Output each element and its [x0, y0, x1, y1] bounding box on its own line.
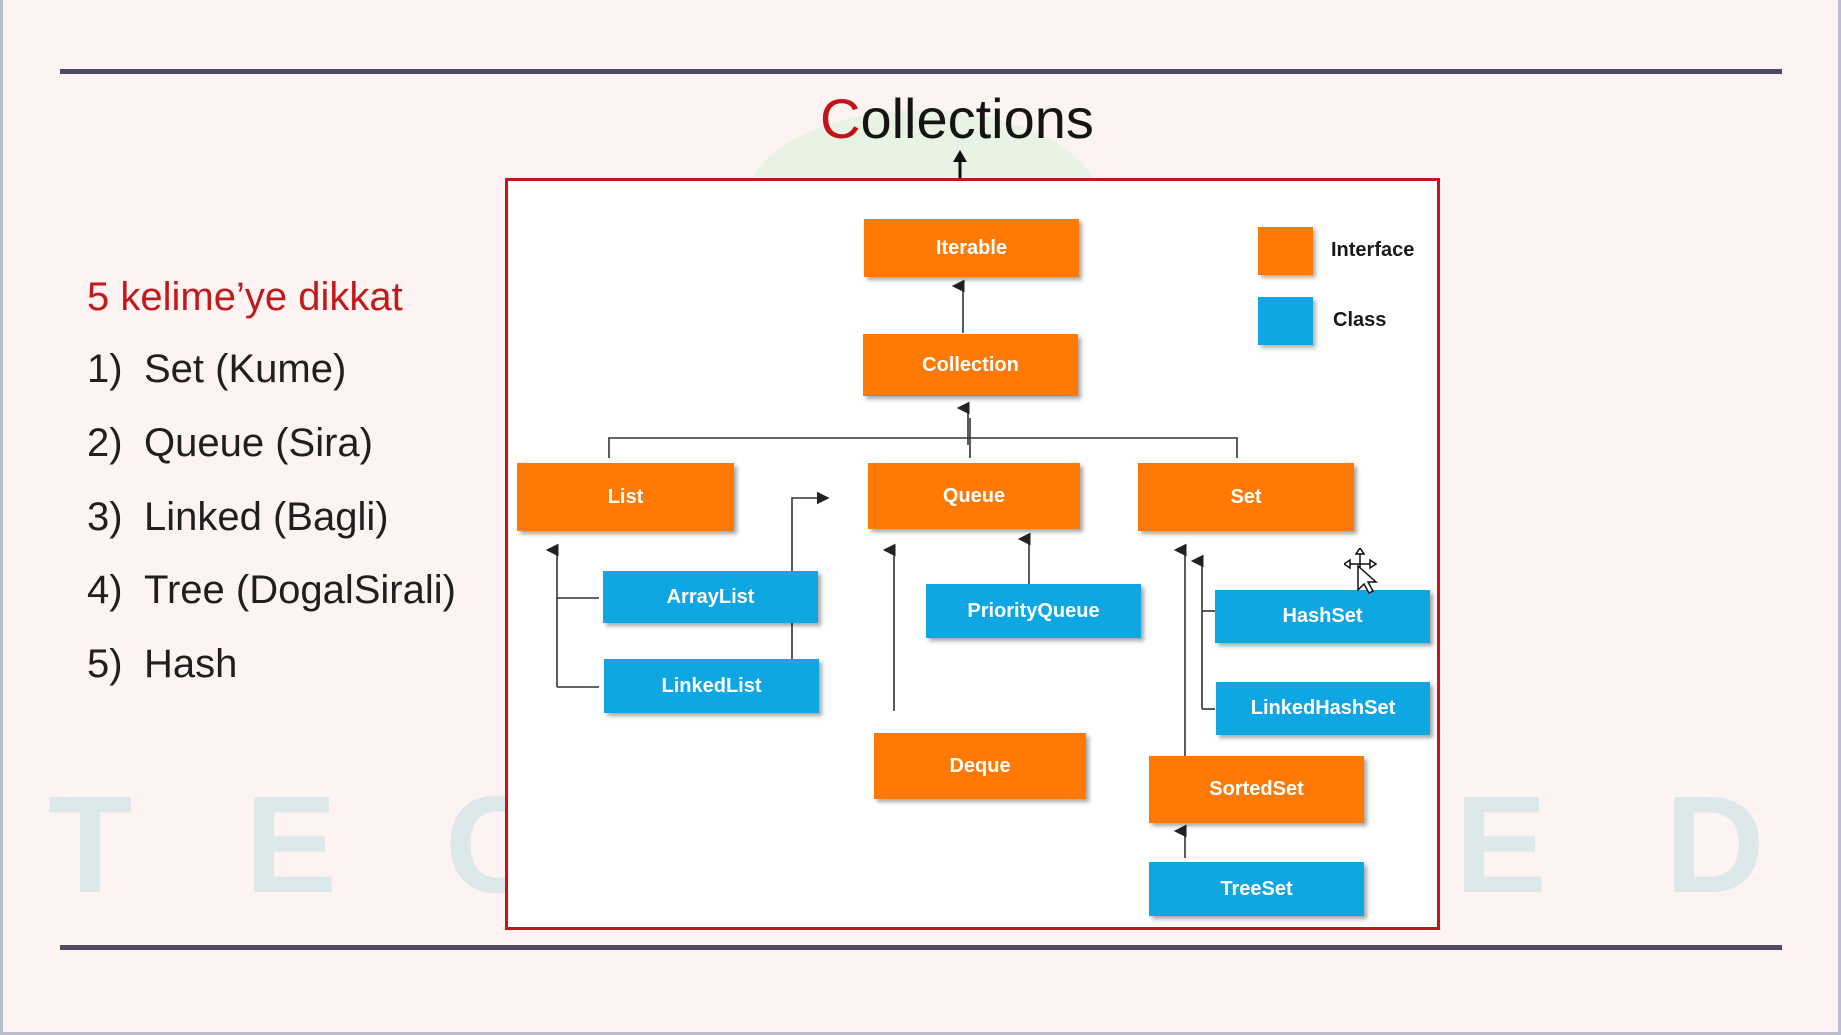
list-item: 5) Hash	[87, 640, 237, 688]
legend-class-swatch	[1258, 297, 1313, 345]
top-divider	[60, 69, 1782, 74]
treeset-node: TreeSet	[1149, 862, 1364, 916]
list-item-text: Queue (Sira)	[144, 421, 373, 465]
priorityqueue-node: PriorityQueue	[926, 584, 1141, 638]
diagram-connectors	[545, 279, 1238, 858]
bottom-divider	[60, 945, 1782, 950]
sortedset-node: SortedSet	[1149, 756, 1364, 823]
iterable-node: Iterable	[864, 219, 1079, 277]
list-item: 1) Set (Kume)	[87, 345, 346, 393]
list-item-number: 4)	[87, 568, 123, 612]
arraylist-node: ArrayList	[603, 571, 818, 623]
queue-node: Queue	[868, 463, 1080, 529]
deque-node: Deque	[874, 733, 1086, 799]
window-frame-bottom	[0, 1032, 1841, 1035]
watermark-letter: E	[1455, 767, 1548, 922]
hashset-node: HashSet	[1215, 590, 1430, 643]
list-item: 2) Queue (Sira)	[87, 419, 373, 467]
window-frame-right	[1838, 0, 1841, 1035]
list-item-number: 1)	[87, 347, 123, 391]
list-item-number: 5)	[87, 642, 123, 686]
list-item-number: 2)	[87, 421, 123, 465]
legend-class-label: Class	[1333, 309, 1387, 331]
list-item-number: 3)	[87, 495, 123, 539]
list-node: List	[517, 463, 734, 531]
list-item-text: Set (Kume)	[144, 347, 347, 391]
watermark-letter: T	[48, 767, 133, 922]
collection-node: Collection	[863, 334, 1078, 396]
watermark-letter: D	[1665, 767, 1765, 922]
slide-title-rest: ollections	[860, 87, 1094, 150]
watermark-letter: E	[245, 767, 338, 922]
linkedlist-node: LinkedList	[604, 659, 819, 713]
slide-title: Collections	[820, 86, 1094, 152]
set-node: Set	[1138, 463, 1354, 531]
list-heading: 5 kelime’ye dikkat	[87, 275, 403, 319]
linkedhashset-node: LinkedHashSet	[1216, 682, 1430, 735]
window-frame-left	[0, 0, 3, 1035]
move-cursor-icon	[1344, 548, 1378, 594]
list-item-text: Tree (DogalSirali)	[144, 568, 456, 612]
list-item: 4) Tree (DogalSirali)	[87, 566, 456, 614]
list-item-text: Hash	[144, 642, 238, 686]
legend-interface-label: Interface	[1331, 239, 1415, 261]
slide-title-initial: C	[820, 87, 861, 150]
list-item-text: Linked (Bagli)	[144, 495, 389, 539]
legend-interface-swatch	[1258, 227, 1313, 275]
collections-hierarchy-diagram: Iterable Collection List Queue Set Array…	[505, 178, 1440, 930]
list-item: 3) Linked (Bagli)	[87, 493, 389, 541]
